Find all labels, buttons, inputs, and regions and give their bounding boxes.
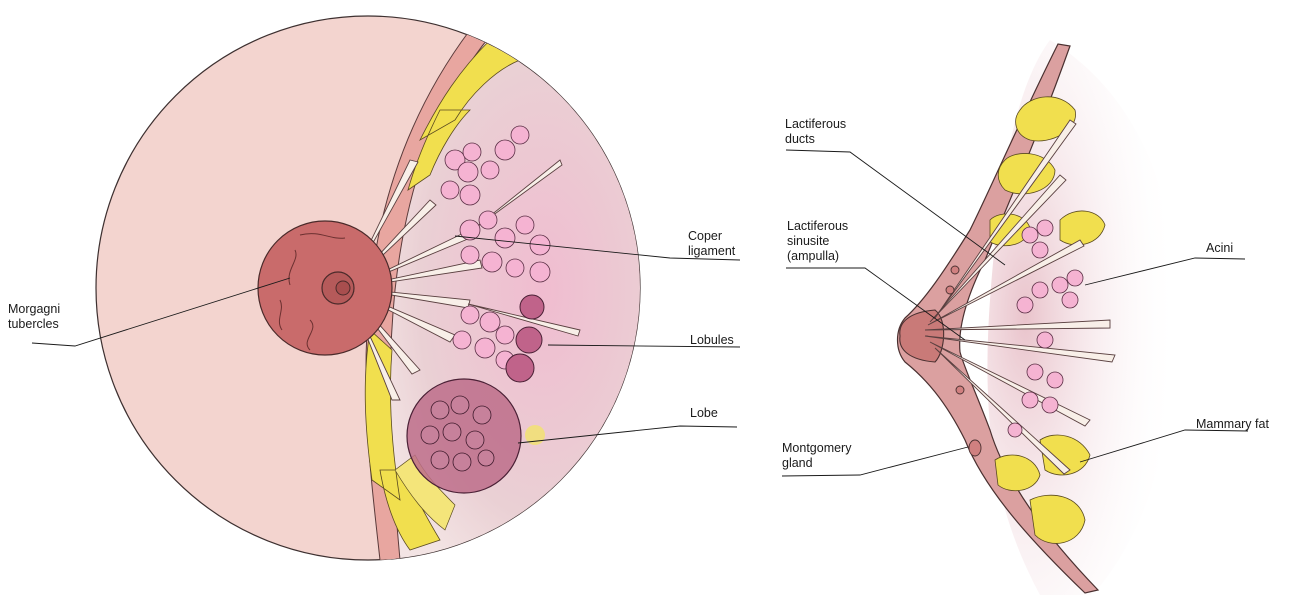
label-lobe: Lobe <box>690 406 718 421</box>
label-lobules: Lobules <box>690 333 734 348</box>
label-acini: Acini <box>1206 241 1233 256</box>
label-montgomery-gland: Montgomery gland <box>782 441 862 471</box>
nipple-inner <box>336 281 350 295</box>
label-mammary-fat: Mammary fat <box>1196 417 1269 432</box>
label-coper-ligament: Coper ligament <box>688 229 748 259</box>
label-lactiferous-sinusite: Lactiferous sinusite (ampulla) <box>787 219 862 264</box>
label-morgagni-tubercles: Morgagni tubercles <box>8 302 78 332</box>
frontal-view <box>32 16 740 560</box>
label-lactiferous-ducts: Lactiferous ducts <box>785 117 865 147</box>
